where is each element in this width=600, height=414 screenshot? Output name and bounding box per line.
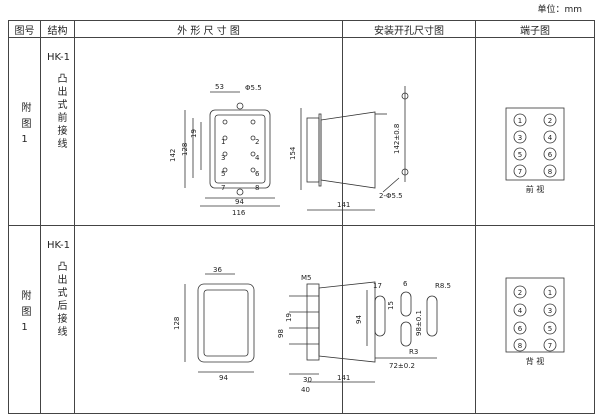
- mount-dim-r3: R3: [409, 348, 418, 356]
- dim-98: 98: [277, 329, 285, 338]
- spec-table: 图号 结构 外 形 尺 寸 图 安装开孔尺寸图 端子图 附图1 HK-1 凸出式…: [8, 20, 595, 414]
- mount-dim-142: 142±0.8: [393, 124, 401, 154]
- fig-number: 附图1: [19, 102, 30, 151]
- terminal-4: 4: [255, 154, 260, 162]
- mount-dim-17: 17: [373, 282, 382, 290]
- dim-94: 94: [235, 198, 244, 206]
- model-label: HK-1: [47, 52, 70, 63]
- header-fig-no: 图号: [8, 20, 41, 38]
- mount-dim-98: 98±0.1: [415, 310, 423, 336]
- term-front-8: 8: [548, 168, 552, 176]
- outline-cell: 53 Φ5.5 142 128 19 94 116 154 141 1 2 3 …: [74, 37, 387, 226]
- mount-hole: 2-Φ5.5: [379, 192, 403, 200]
- view-label-front: 前 视: [526, 184, 545, 194]
- outline-drawing-front: 53 Φ5.5 142 128 19 94 116 154 141 1 2 3 …: [169, 83, 387, 217]
- dim-128-rear: 128: [173, 317, 181, 330]
- terminal-cell: 2 1 4 3 6 5 8 7 背 视: [475, 225, 595, 414]
- mounting-cell: 142±0.8 2-Φ5.5: [342, 37, 476, 226]
- term-rear-8: 8: [518, 342, 522, 350]
- dim-154: 154: [289, 146, 297, 160]
- term-rear-6: 6: [518, 325, 523, 333]
- dim-hole: Φ5.5: [245, 84, 262, 92]
- term-rear-1: 1: [548, 289, 552, 297]
- terminal-6: 6: [255, 170, 260, 178]
- terminal-8: 8: [255, 184, 259, 192]
- term-rear-5: 5: [548, 325, 552, 333]
- dim-128: 128: [181, 143, 189, 156]
- mount-dim-6: 6: [403, 280, 408, 288]
- header-mounting: 安装开孔尺寸图: [342, 20, 476, 38]
- structure-label: 凸出式前接线: [55, 73, 66, 151]
- dim-142: 142: [169, 149, 177, 162]
- fig-no-cell: 附图1: [8, 37, 41, 226]
- term-front-2: 2: [548, 117, 552, 125]
- term-rear-7: 7: [548, 342, 552, 350]
- terminal-1: 1: [221, 138, 225, 146]
- dim-m5: M5: [301, 274, 312, 282]
- mount-dim-72: 72±0.2: [389, 362, 415, 370]
- header-row: 图号 结构 外 形 尺 寸 图 安装开孔尺寸图 端子图: [8, 20, 595, 38]
- term-front-7: 7: [518, 168, 522, 176]
- dim-53: 53: [215, 83, 224, 91]
- term-rear-4: 4: [518, 307, 523, 315]
- terminal-drawing-rear: 2 1 4 3 6 5 8 7 背 视: [505, 277, 565, 366]
- header-terminal: 端子图: [475, 20, 595, 38]
- term-front-3: 3: [518, 134, 522, 142]
- mounting-drawing-rear: 17 6 R8.5 15 94 98±0.1 R3 72±0.2: [355, 280, 451, 370]
- dim-116: 116: [232, 209, 246, 217]
- mount-dim-15: 15: [387, 301, 395, 310]
- structure-label: 凸出式后接线: [55, 261, 66, 339]
- fig-number: 附图1: [19, 290, 30, 339]
- structure-cell: HK-1 凸出式后接线: [40, 225, 75, 414]
- dim-19-rear: 19: [285, 313, 293, 322]
- terminal-5: 5: [221, 170, 225, 178]
- term-rear-2: 2: [518, 289, 522, 297]
- terminal-cell: 1 2 3 4 5 6 7 8 前 视: [475, 37, 595, 226]
- model-label: HK-1: [47, 240, 70, 251]
- mounting-cell: 17 6 R8.5 15 94 98±0.1 R3 72±0.2: [342, 225, 476, 414]
- dim-19: 19: [190, 129, 198, 138]
- term-rear-3: 3: [548, 307, 552, 315]
- term-front-5: 5: [518, 151, 522, 159]
- table-row: 附图1 HK-1 凸出式后接线: [8, 225, 595, 414]
- mounting-drawing-front: 142±0.8 2-Φ5.5: [379, 86, 409, 200]
- term-front-1: 1: [518, 117, 522, 125]
- mount-dim-94: 94: [355, 315, 363, 324]
- header-outline: 外 形 尺 寸 图: [74, 20, 343, 38]
- terminal-2: 2: [255, 138, 259, 146]
- outline-cell: 36 128 94 M5 98 19 30 40 141: [74, 225, 376, 414]
- term-front-6: 6: [548, 151, 553, 159]
- table-row: 附图1 HK-1 凸出式前接线: [8, 37, 595, 226]
- terminal-drawing-front: 1 2 3 4 5 6 7 8 前 视: [505, 107, 565, 194]
- dim-30: 30: [303, 376, 312, 384]
- term-front-4: 4: [548, 134, 553, 142]
- dim-94-rear: 94: [219, 374, 228, 382]
- view-label-rear: 背 视: [526, 356, 545, 366]
- structure-cell: HK-1 凸出式前接线: [40, 37, 75, 226]
- header-structure: 结构: [40, 20, 75, 38]
- dim-40: 40: [301, 386, 310, 394]
- mount-dim-r85: R8.5: [435, 282, 451, 290]
- outline-drawing-rear: 36 128 94 M5 98 19 30 40 141: [173, 266, 376, 394]
- unit-label: 单位：mm: [537, 5, 582, 15]
- fig-no-cell: 附图1: [8, 225, 41, 414]
- terminal-3: 3: [221, 154, 225, 162]
- dim-36: 36: [213, 266, 222, 274]
- terminal-7: 7: [221, 184, 225, 192]
